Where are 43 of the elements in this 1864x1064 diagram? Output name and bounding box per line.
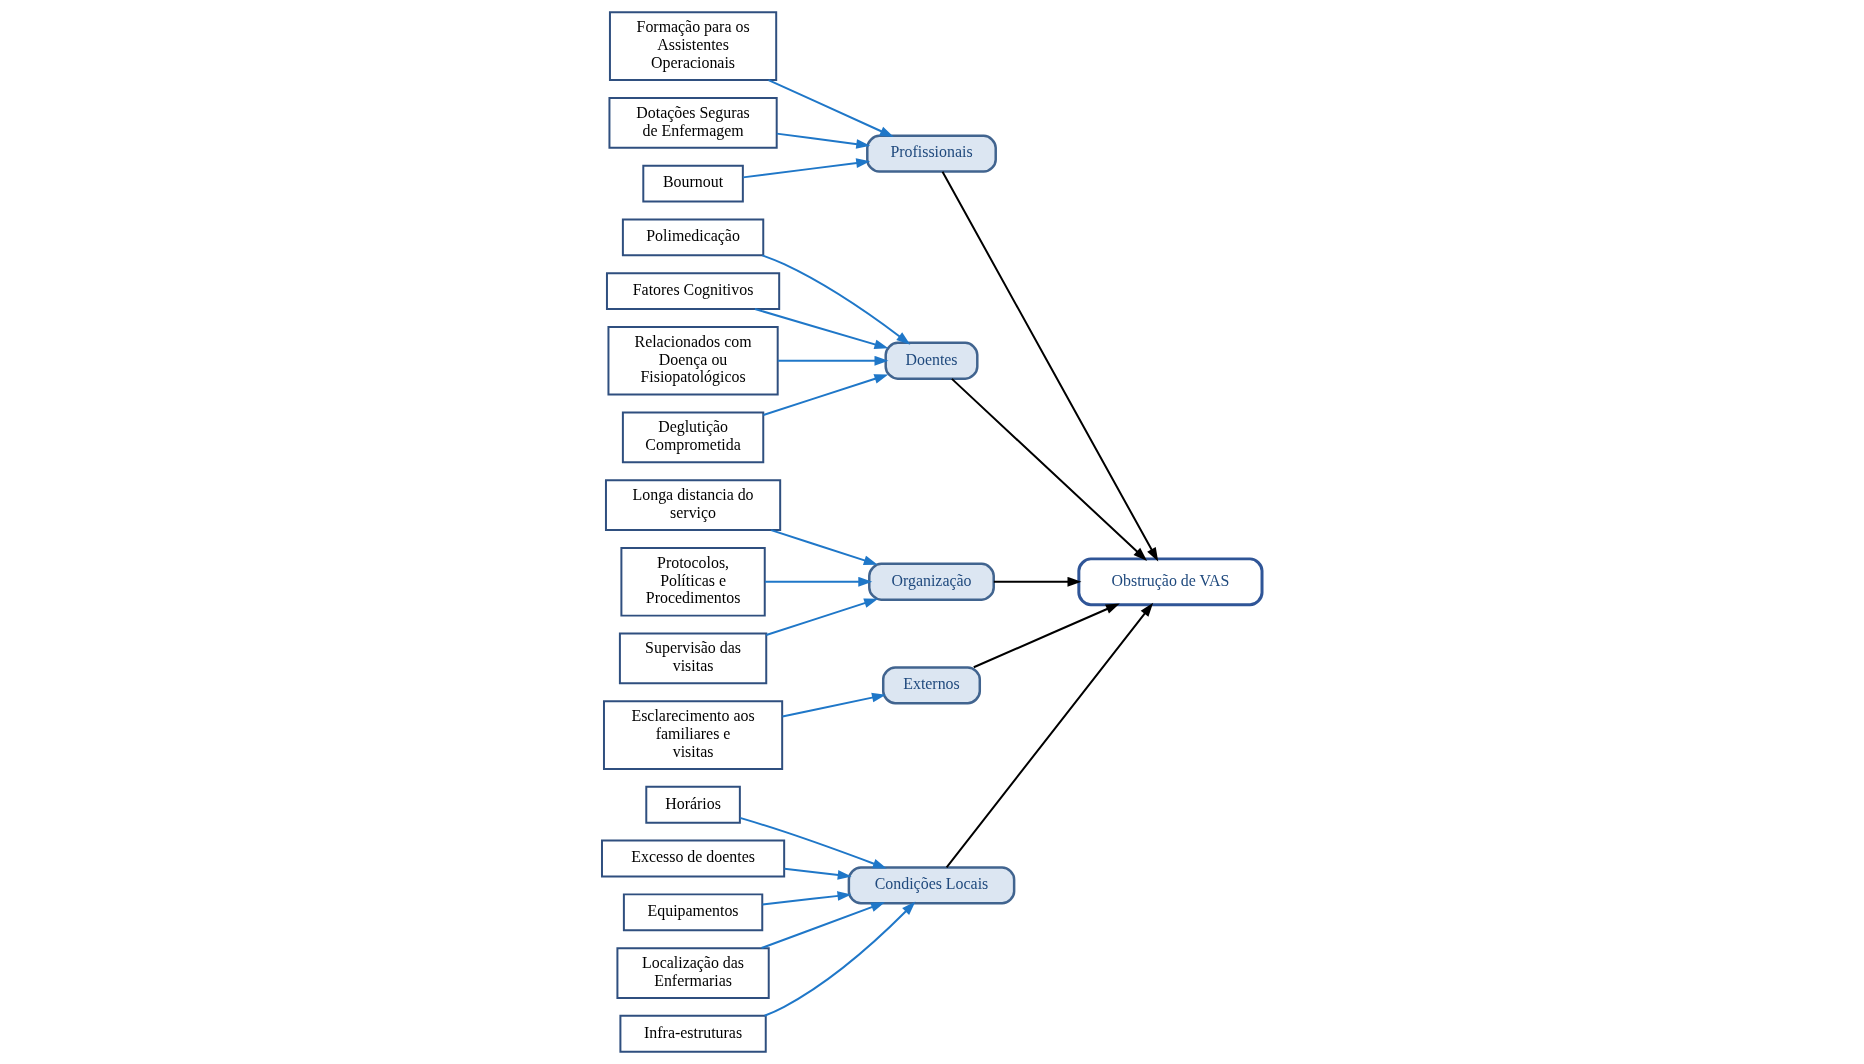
arrow [753, 308, 889, 350]
node-box: Profissionais [866, 134, 997, 173]
node-box: Localização das Enfermarias [616, 947, 770, 999]
node-box: Bournout [642, 164, 744, 203]
arrow [945, 602, 1154, 869]
arrow [783, 867, 852, 880]
arrow [763, 901, 916, 1017]
node-box: Externos [881, 666, 982, 705]
node-box: Excesso de doentes [601, 839, 786, 878]
node-box: Supervisão das visitas [618, 632, 768, 685]
arrow [941, 170, 1159, 562]
arrow [950, 377, 1148, 561]
node-box: Deglutição Comprometida [621, 411, 765, 464]
node-box: Polimedicação [621, 218, 765, 257]
node-box: Obstrução de VAS [1077, 557, 1264, 607]
arrow [762, 374, 889, 416]
arrow [761, 891, 852, 906]
node-box: Longa distancia do serviço [604, 479, 782, 531]
arrow [765, 598, 879, 636]
node-box: Dotações Seguras de Enfermagem [608, 96, 778, 149]
node-box: Condições Locais [847, 866, 1016, 905]
arrow [760, 902, 885, 950]
arrow [761, 254, 911, 345]
arrow [770, 529, 878, 565]
arrow [781, 692, 886, 718]
node-box: Protocolos, Políticas e Procedimentos [620, 546, 766, 617]
arrow [992, 576, 1082, 587]
arrow [739, 816, 887, 869]
arrow [767, 79, 894, 137]
node-box: Organização [868, 562, 995, 601]
node-box: Esclarecimento aos familiares e visitas [602, 700, 784, 770]
arrow [764, 576, 873, 587]
node-box: Equipamentos [622, 893, 764, 932]
arrow [775, 132, 871, 149]
node-box: Fatores Cognitivos [605, 272, 781, 310]
arrow [776, 355, 889, 366]
arrow [972, 603, 1120, 669]
node-box: Infra-estruturas [619, 1014, 767, 1053]
node-box: Formação para os Assistentes Operacionais [608, 11, 778, 82]
node-box: Doentes [884, 341, 979, 380]
arrow [742, 158, 871, 179]
node-box: Horários [645, 785, 741, 824]
node-box: Relacionados com Doença ou Fisiopatológicos [607, 325, 779, 396]
